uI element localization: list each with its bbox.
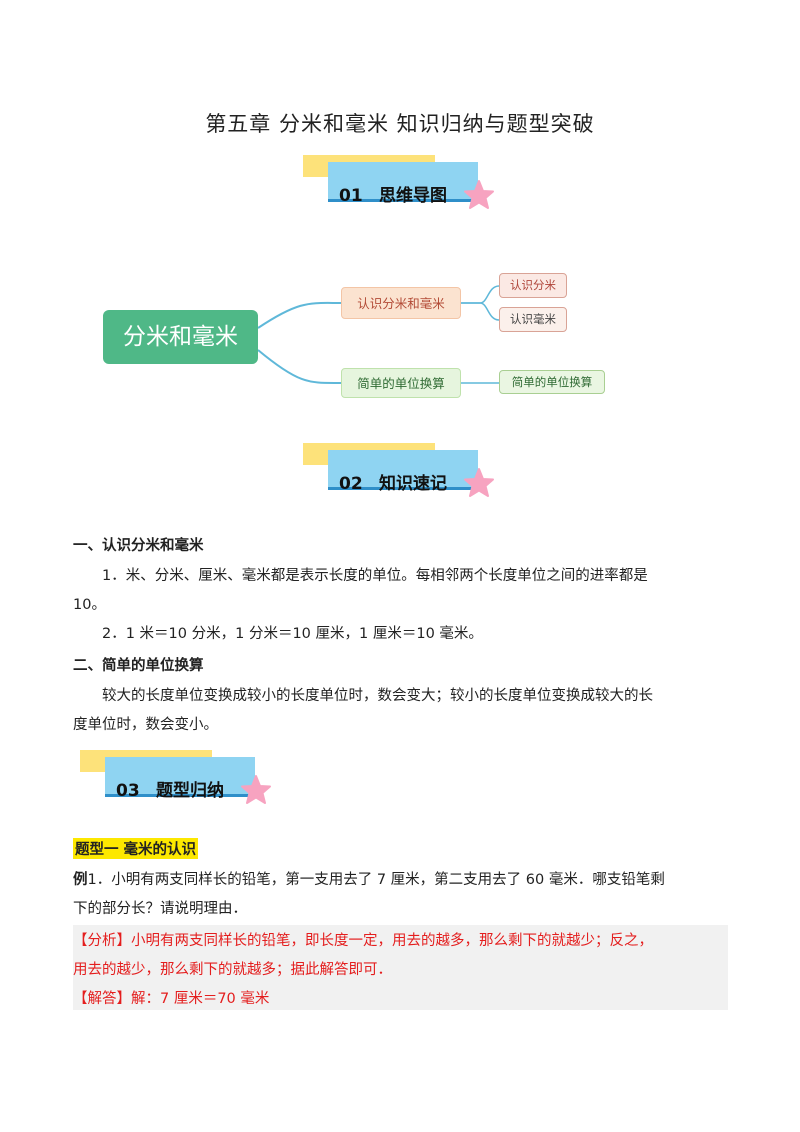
paragraph-line: 10。: [73, 597, 106, 613]
banner-blue-box: [328, 450, 478, 487]
example-line: 下的部分长？请说明理由．: [73, 901, 247, 917]
section-banner-03: 03 题型归纳: [80, 750, 271, 812]
problem-type-heading: 题型一 毫米的认识: [73, 838, 199, 859]
section-heading: 03 题型归纳: [116, 776, 224, 801]
analysis-line: 【分析】小明有两支同样长的铅笔，即长度一定，用去的越多，那么剩下的就越少；反之，: [73, 933, 653, 949]
section-number: 03: [116, 781, 140, 801]
banner-blue-box: [105, 757, 255, 794]
mind-map-branch: 简单的单位换算: [341, 368, 461, 398]
example-text: 1．小明有两支同样长的铅笔，第一支用去了 7 厘米，第二支用去了 60 毫米．哪…: [87, 872, 665, 888]
section-heading: 01 思维导图: [339, 181, 447, 206]
analysis-line: 用去的越少，那么剩下的就越多；据此解答即可．: [73, 962, 392, 978]
analysis-background: [73, 925, 728, 1010]
example-label: 例: [73, 872, 88, 888]
banner-underline: [328, 199, 478, 202]
document-title: 第五章 分米和毫米 知识归纳与题型突破: [205, 112, 595, 136]
mind-map-branch: 认识分米和毫米: [341, 287, 461, 319]
example-problem: 例1．小明有两支同样长的铅笔，第一支用去了 7 厘米，第二支用去了 60 毫米．…: [73, 866, 733, 924]
paragraph-line: 1．米、分米、厘米、毫米都是表示长度的单位。每相邻两个长度单位之间的进率都是: [102, 568, 648, 584]
section-banner-01: 01 思维导图: [303, 155, 494, 217]
section-title: 知识速记: [379, 474, 447, 494]
knowledge-paragraph: 2．1 米＝10 分米，1 分米＝10 厘米，1 厘米＝10 毫米。: [102, 626, 483, 642]
section-title: 思维导图: [379, 186, 447, 206]
banner-blue-box: [328, 162, 478, 199]
section-number: 02: [339, 474, 363, 494]
section-number: 01: [339, 186, 363, 206]
star-icon: [241, 775, 271, 804]
analysis-text: 【分析】小明有两支同样长的铅笔，即长度一定，用去的越多，那么剩下的就越少；反之，…: [73, 927, 728, 985]
banner-underline: [105, 794, 255, 797]
mind-map-leaf: 简单的单位换算: [499, 370, 605, 394]
knowledge-paragraph: 1．米、分米、厘米、毫米都是表示长度的单位。每相邻两个长度单位之间的进率都是: [73, 562, 733, 591]
knowledge-heading-2: 二、简单的单位换算: [73, 658, 204, 674]
mind-map-leaf: 认识分米: [499, 273, 567, 298]
section-banner-02: 02 知识速记: [303, 443, 494, 505]
mind-map-leaf: 认识毫米: [499, 307, 567, 332]
paragraph-line: 较大的长度单位变换成较小的长度单位时，数会变大；较小的长度单位变换成较大的长: [102, 688, 653, 704]
section-heading: 02 知识速记: [339, 469, 447, 494]
example-line: 例1．小明有两支同样长的铅笔，第一支用去了 7 厘米，第二支用去了 60 毫米．…: [73, 866, 733, 895]
answer-text: 【解答】解：7 厘米＝70 毫米: [73, 991, 270, 1007]
section-title: 题型归纳: [156, 781, 224, 801]
knowledge-heading-1: 一、认识分米和毫米: [73, 538, 204, 554]
banner-underline: [328, 487, 478, 490]
star-icon: [464, 180, 494, 209]
star-icon: [464, 468, 494, 497]
mind-map-root: 分米和毫米: [103, 310, 258, 364]
paragraph-line: 度单位时，数会变小。: [73, 717, 218, 733]
